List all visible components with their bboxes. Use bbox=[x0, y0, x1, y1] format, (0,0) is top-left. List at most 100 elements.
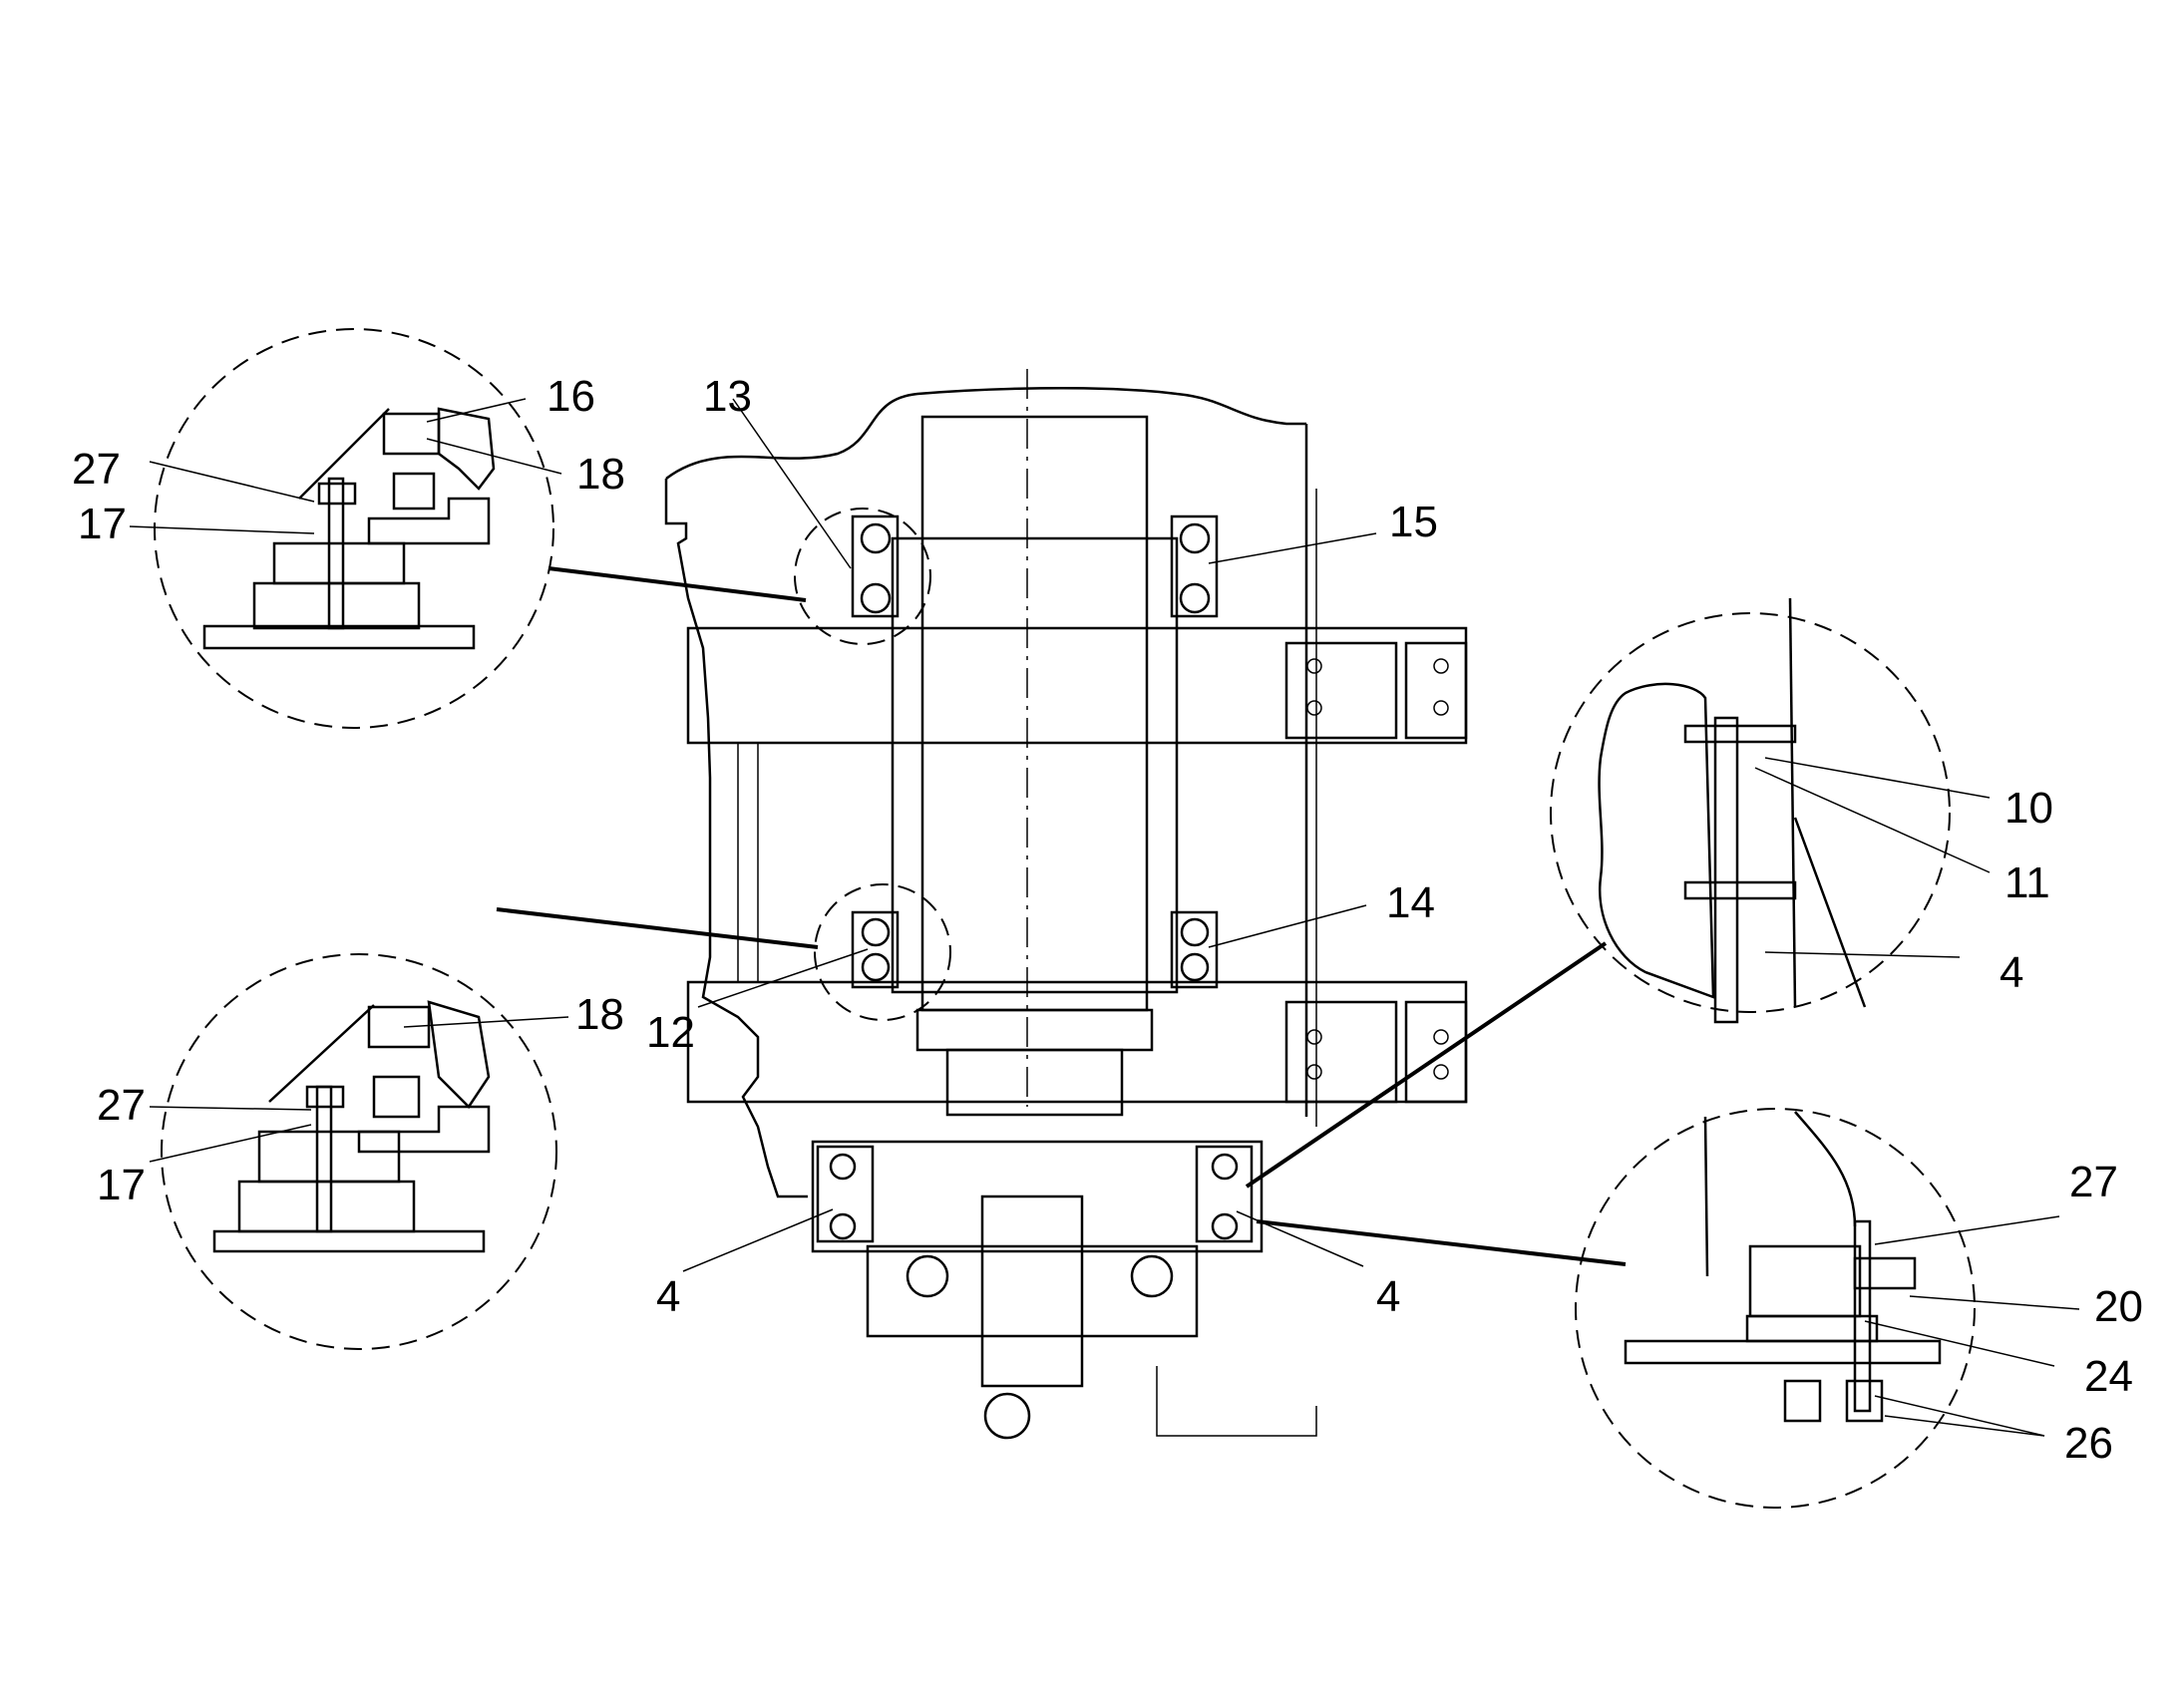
detail-d-curve bbox=[1794, 1111, 1857, 1227]
roller-block-tl bbox=[851, 514, 900, 618]
callout-13: 13 bbox=[703, 372, 752, 421]
detail-b-roller-mid bbox=[372, 1075, 421, 1119]
callout-12: 12 bbox=[646, 1008, 695, 1057]
roller-guides bbox=[851, 514, 1219, 989]
callout-26: 26 bbox=[2064, 1419, 2113, 1468]
callout-16: 16 bbox=[546, 372, 595, 421]
detail-c-diagonal bbox=[1793, 817, 1867, 1008]
bolt-holes bbox=[1306, 658, 1449, 1080]
detail-marker-top bbox=[794, 508, 931, 645]
detail-c-casting bbox=[1598, 682, 1715, 999]
roller-block-tr bbox=[1170, 514, 1219, 618]
detail-b-base bbox=[212, 1229, 486, 1253]
callout-17-bottom: 17 bbox=[97, 1161, 146, 1209]
roller-tl-2 bbox=[860, 582, 892, 614]
detail-d-shim bbox=[1745, 1314, 1879, 1343]
detail-b-arm bbox=[357, 1105, 491, 1154]
detail-b-roller-top bbox=[367, 1005, 431, 1049]
detail-c-bolt-top bbox=[1683, 724, 1797, 744]
detail-b-bolt bbox=[315, 1085, 333, 1233]
detail-d-mount bbox=[1748, 1244, 1862, 1318]
detail-c-bolt-bottom bbox=[1683, 880, 1797, 900]
column-carriage bbox=[891, 536, 1179, 994]
connector-detail-d bbox=[1256, 1219, 1627, 1266]
detail-b-block bbox=[237, 1180, 416, 1233]
mount-right bbox=[1195, 1145, 1254, 1243]
pump-outlet bbox=[983, 1392, 1031, 1440]
detail-view-a bbox=[154, 328, 554, 729]
roller-tl-1 bbox=[860, 522, 892, 554]
callout-27-top: 27 bbox=[72, 445, 121, 494]
main-assembly bbox=[496, 369, 1627, 1440]
roller-block-br bbox=[1170, 910, 1219, 989]
detail-b-bracket bbox=[427, 1000, 491, 1109]
roller-block-bl bbox=[851, 910, 900, 989]
callout-18-bottom: 18 bbox=[575, 990, 624, 1039]
callout-labels: 16 18 27 17 13 15 14 12 18 27 17 4 4 10 … bbox=[72, 372, 2143, 1468]
column-base-flange bbox=[915, 1008, 1154, 1052]
detail-d-nut-right bbox=[1845, 1379, 1884, 1423]
callout-24: 24 bbox=[2084, 1352, 2133, 1401]
detail-view-d bbox=[1575, 1108, 1976, 1509]
callout-27-detail: 27 bbox=[2069, 1158, 2118, 1206]
detail-marker-bottom bbox=[814, 883, 951, 1021]
frame-outline bbox=[664, 479, 808, 1198]
detail-c-column-edge bbox=[1788, 597, 1797, 1008]
detail-a-boundary bbox=[154, 328, 554, 729]
lower-beam-right-block-b bbox=[1404, 1000, 1468, 1104]
detail-d-bolt bbox=[1853, 1219, 1872, 1413]
upper-beam-right-block-a bbox=[1284, 641, 1398, 740]
column-foot bbox=[945, 1048, 1124, 1117]
callout-14: 14 bbox=[1386, 878, 1435, 927]
lower-beam-right-block-a bbox=[1284, 1000, 1398, 1104]
detail-a-arm bbox=[367, 497, 491, 545]
detail-a-bolt bbox=[327, 477, 345, 630]
roller-br-1 bbox=[1180, 917, 1210, 947]
roller-bl-2 bbox=[861, 952, 891, 982]
mount-left bbox=[816, 1145, 875, 1243]
leader-lines bbox=[129, 398, 2080, 1437]
detail-view-c bbox=[1550, 597, 1951, 1024]
detail-a-roller-mid bbox=[392, 472, 436, 511]
connector-detail-a bbox=[547, 566, 807, 602]
callout-10: 10 bbox=[2004, 784, 2053, 833]
callout-15: 15 bbox=[1389, 498, 1438, 546]
pump-lower-body bbox=[866, 1244, 1199, 1338]
pump-center-block bbox=[980, 1195, 1084, 1388]
detail-c-plate bbox=[1713, 716, 1739, 1024]
callout-27-bottom: 27 bbox=[97, 1081, 146, 1130]
detail-a-pad bbox=[272, 541, 406, 585]
detail-b-pad bbox=[257, 1130, 401, 1184]
frame-top-wave bbox=[665, 386, 1306, 480]
callout-4-right: 4 bbox=[1376, 1272, 1400, 1321]
pump-bracket bbox=[1156, 1366, 1317, 1437]
detail-a-block bbox=[252, 581, 421, 630]
callout-11: 11 bbox=[2004, 858, 2050, 907]
detail-d-base bbox=[1624, 1339, 1942, 1365]
detail-d-flange bbox=[1853, 1256, 1917, 1290]
pump-unit bbox=[811, 1140, 1317, 1440]
detail-d-boundary bbox=[1575, 1108, 1976, 1509]
detail-a-base bbox=[202, 624, 476, 650]
detail-d-column-edge bbox=[1703, 1116, 1709, 1277]
detail-a-roller-top bbox=[382, 412, 441, 456]
lower-beam bbox=[686, 980, 1468, 1104]
upper-beam-right-block-b bbox=[1404, 641, 1468, 740]
detail-d-nut-left bbox=[1783, 1379, 1822, 1423]
connector-detail-b bbox=[496, 907, 819, 949]
roller-tr-1 bbox=[1179, 522, 1211, 554]
upper-beam bbox=[686, 626, 1468, 745]
detail-a-edge bbox=[298, 408, 390, 500]
detail-b-edge bbox=[268, 1004, 375, 1103]
detail-b-bolt-head bbox=[305, 1085, 345, 1109]
roller-tr-2 bbox=[1179, 582, 1211, 614]
detail-a-bracket bbox=[437, 407, 496, 491]
connector-detail-c bbox=[1245, 941, 1608, 1189]
roller-bl-1 bbox=[861, 917, 891, 947]
callout-18-top: 18 bbox=[576, 450, 625, 499]
detail-view-b bbox=[161, 953, 557, 1350]
callout-4-detail: 4 bbox=[1999, 948, 2023, 997]
detail-c-boundary bbox=[1550, 612, 1951, 1013]
callout-20: 20 bbox=[2094, 1282, 2143, 1331]
